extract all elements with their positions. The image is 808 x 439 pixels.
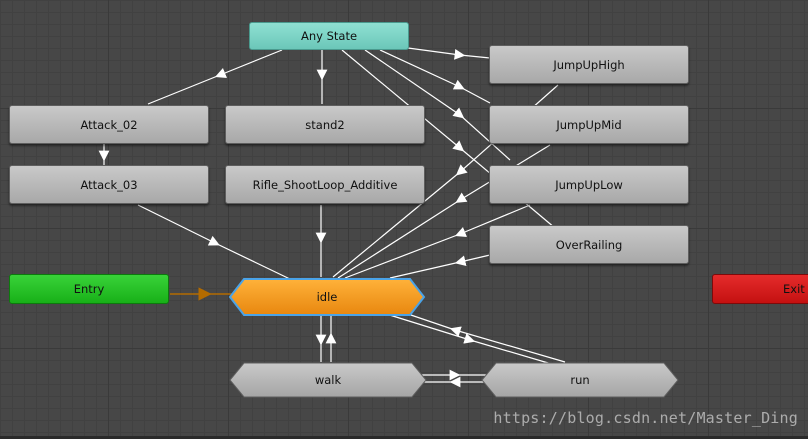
state-label: Attack_03 — [80, 177, 138, 192]
state-overrailing[interactable]: OverRailing — [489, 225, 689, 264]
state-entry[interactable]: Entry — [9, 274, 169, 304]
state-label: Exit — [783, 282, 805, 296]
walk-shape — [229, 362, 427, 398]
state-label: JumpUpLow — [555, 177, 623, 192]
watermark: https://blog.csdn.net/Master_Ding — [493, 409, 798, 427]
state-attack-02[interactable]: Attack_02 — [9, 105, 209, 144]
state-idle[interactable]: idle — [228, 277, 426, 317]
state-stand2[interactable]: stand2 — [225, 105, 425, 144]
state-attack-03[interactable]: Attack_03 — [9, 165, 209, 204]
state-rifle-shootloop-additive[interactable]: Rifle_ShootLoop_Additive — [225, 165, 425, 204]
state-label: Rifle_ShootLoop_Additive — [252, 177, 398, 192]
state-exit[interactable]: Exit — [712, 274, 808, 304]
transition-run-to-idle — [404, 312, 566, 363]
state-any-state[interactable]: Any State — [249, 22, 409, 50]
idle-shape — [228, 278, 426, 316]
transition-any-to-jumphigh — [407, 47, 491, 60]
state-walk[interactable]: walk — [229, 362, 427, 398]
state-label: Entry — [73, 282, 105, 296]
state-label: stand2 — [305, 117, 345, 132]
state-label: Attack_02 — [80, 117, 138, 132]
state-label: OverRailing — [555, 237, 623, 252]
state-run[interactable]: run — [481, 362, 679, 398]
state-label: idle — [316, 290, 338, 304]
state-label: run — [570, 373, 590, 387]
state-jumpupmid[interactable]: JumpUpMid — [489, 105, 689, 144]
state-label: walk — [314, 373, 342, 387]
state-label: JumpUpHigh — [553, 57, 625, 72]
transition-overrailing-to-idle — [389, 254, 491, 279]
transition-any-to-attack02 — [147, 49, 283, 105]
transition-idle-to-run — [379, 311, 556, 366]
state-label: JumpUpMid — [556, 117, 622, 132]
state-jumpuphigh[interactable]: JumpUpHigh — [489, 45, 689, 84]
state-label: Any State — [300, 29, 358, 43]
run-shape — [481, 362, 679, 398]
transition-attack03-to-idle — [137, 204, 293, 281]
state-jumpuplow[interactable]: JumpUpLow — [489, 165, 689, 204]
bottom-border — [0, 436, 808, 439]
transition-any-to-jumpmid — [379, 49, 491, 104]
